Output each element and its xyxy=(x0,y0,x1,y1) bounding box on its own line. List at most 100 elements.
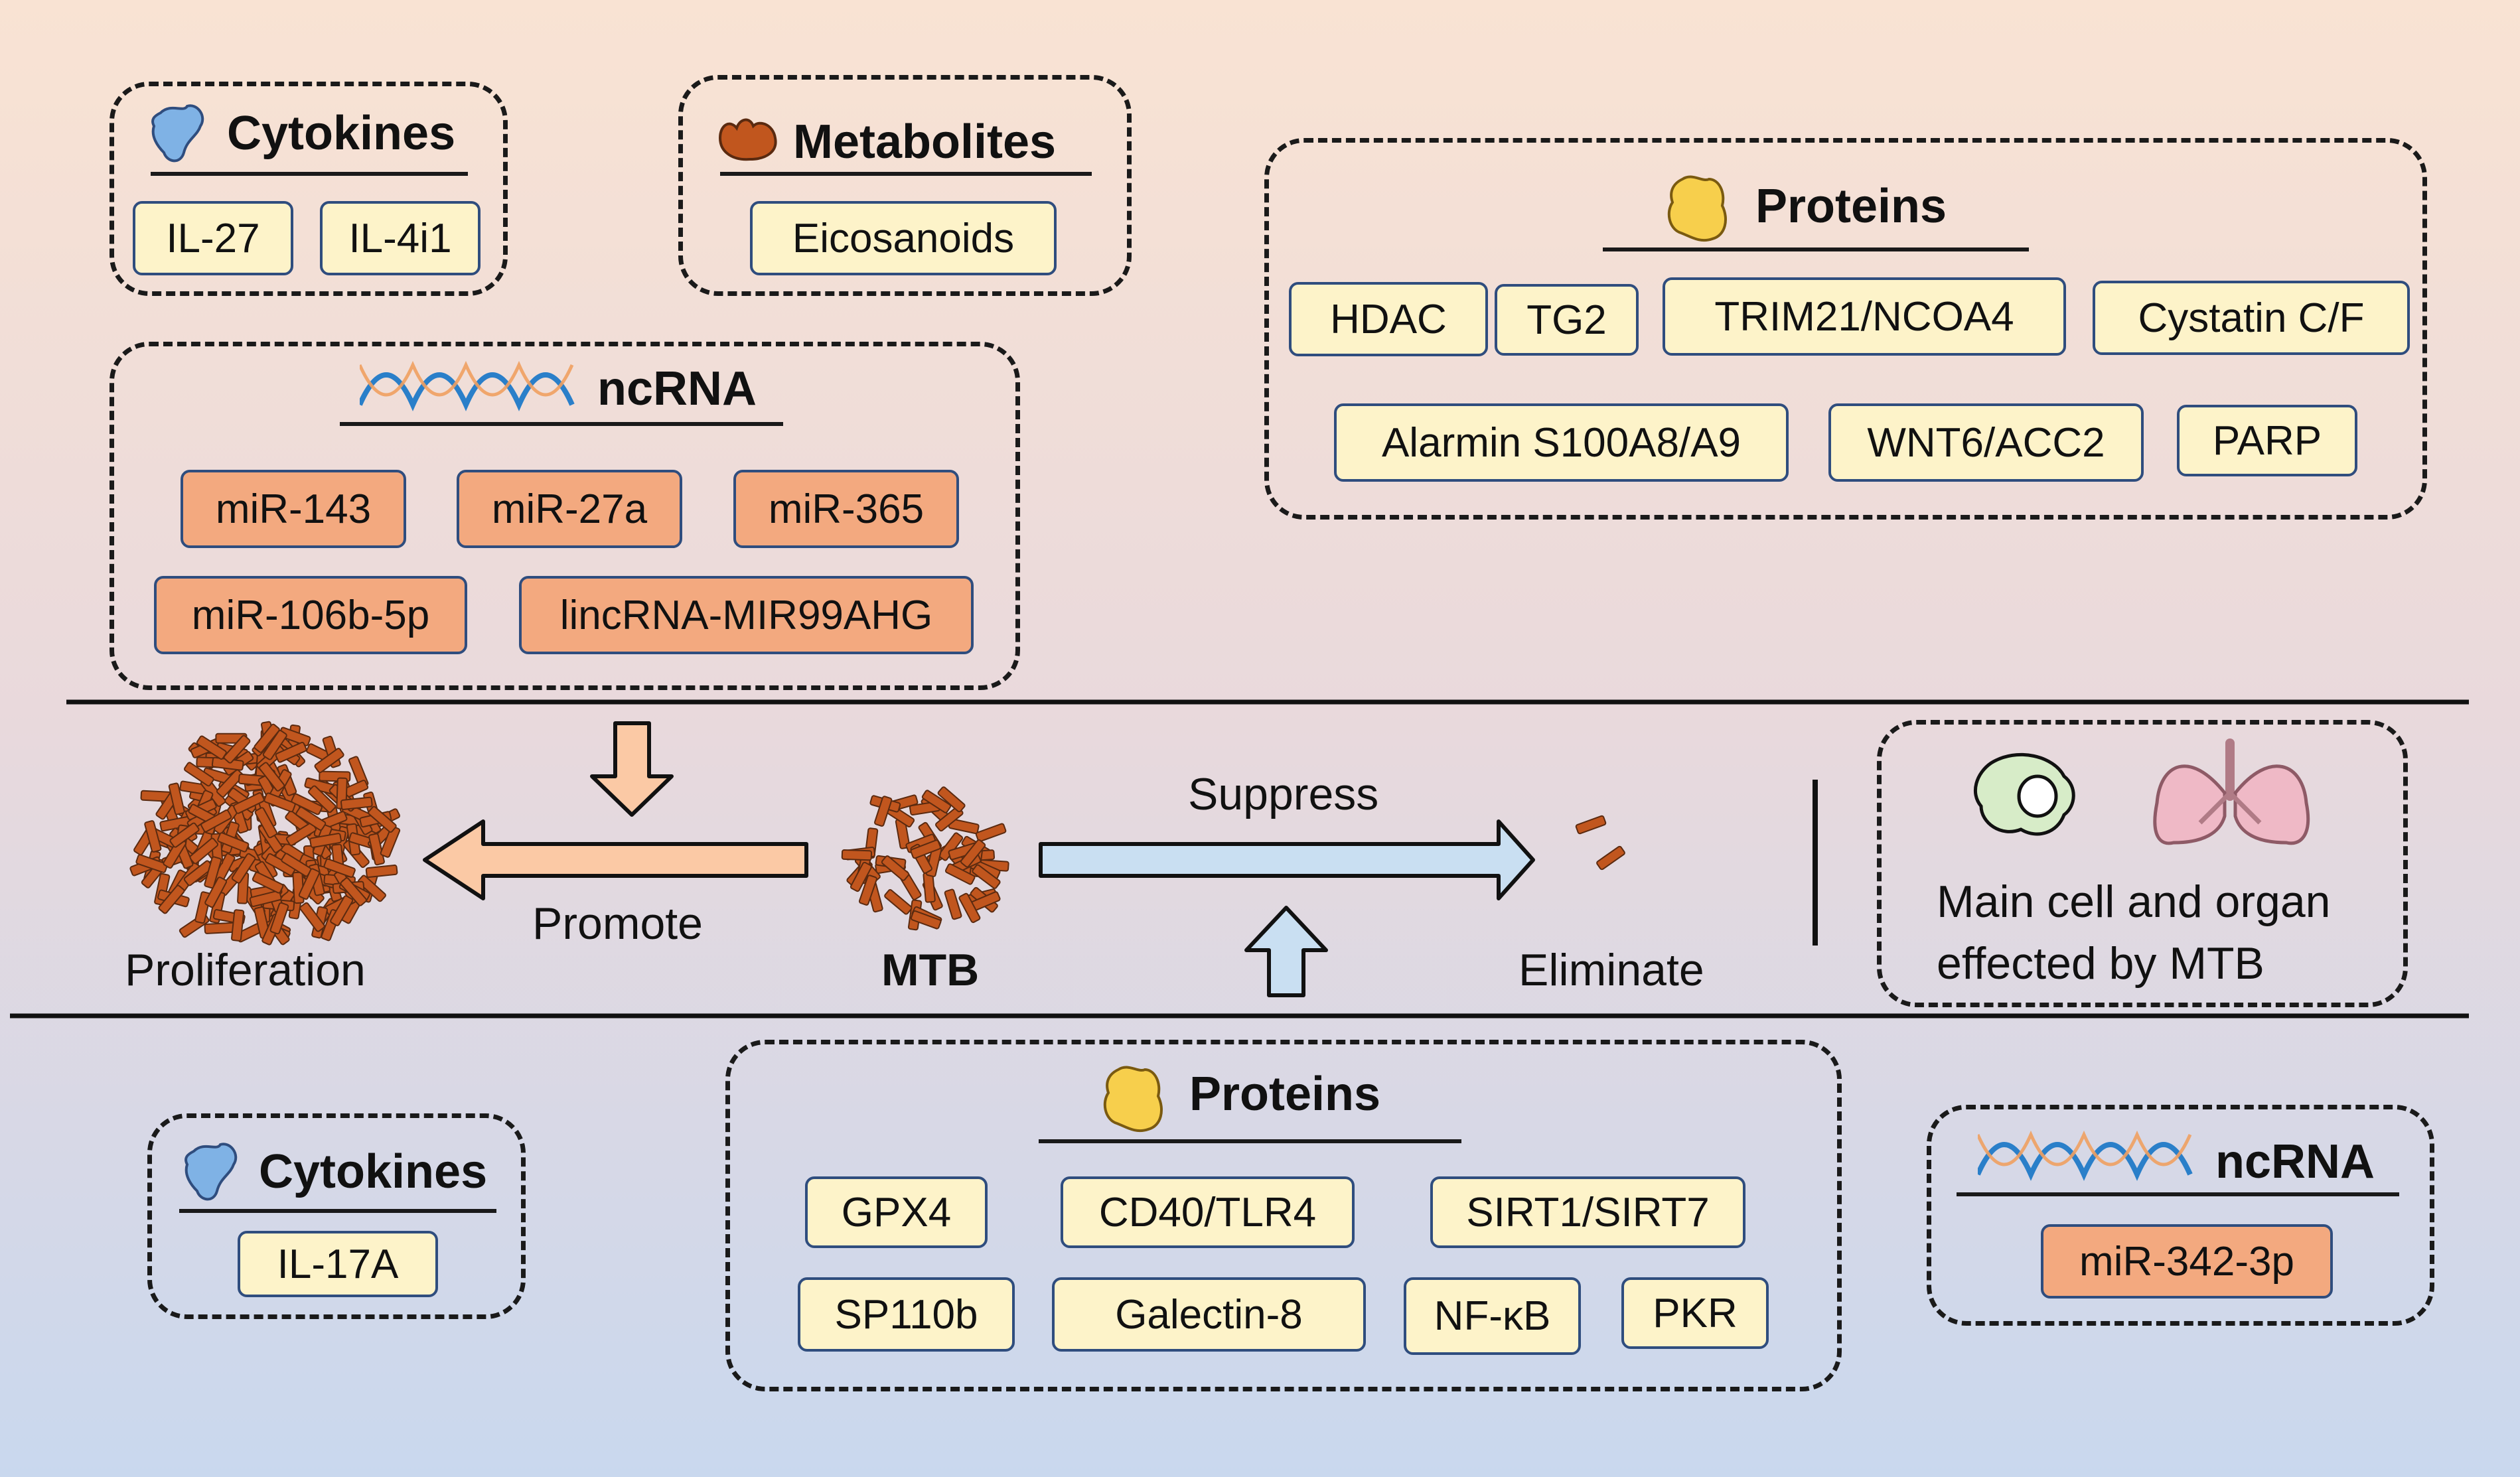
top-cytokines-rule xyxy=(151,172,468,176)
bacteria-rod xyxy=(921,790,952,813)
bottom-cytokines-rule xyxy=(179,1209,496,1213)
macrophage-icon xyxy=(1974,752,2075,836)
bacteria-rod xyxy=(365,864,398,879)
bottom-proteins-rule xyxy=(1039,1139,1461,1143)
bacteria-rod xyxy=(231,853,256,884)
bacteria-rod xyxy=(144,820,162,853)
bottom-cytokines-group xyxy=(147,1113,526,1319)
bottom-ncrna-title: ncRNA xyxy=(2215,1135,2375,1188)
bacteria-rod xyxy=(884,889,913,915)
chip-il-4i1: IL-4i1 xyxy=(320,201,481,275)
top-metabolites-title: Metabolites xyxy=(793,115,1057,169)
suppress-label: Suppress xyxy=(1188,769,1379,819)
bottom-cytokines-title: Cytokines xyxy=(259,1145,488,1198)
bacteria-rod xyxy=(295,806,327,831)
protein-icon xyxy=(1103,1066,1163,1133)
chip-wnt6-acc2: WNT6/ACC2 xyxy=(1828,403,2144,482)
bacteria-rod xyxy=(263,792,296,813)
chip-eicosanoids: Eicosanoids xyxy=(750,201,1057,275)
chip-mir-143: miR-143 xyxy=(181,470,406,548)
bacteria-rod xyxy=(135,854,168,873)
bacteria-rod xyxy=(841,849,873,861)
bacteria-rod xyxy=(183,762,214,787)
promote-label: Promote xyxy=(532,898,703,949)
bottom-ncrna-rule xyxy=(1957,1192,2399,1196)
bacteria-rod xyxy=(972,864,1001,889)
bacteria-rod xyxy=(299,902,325,932)
bottom-proteins-group xyxy=(725,1040,1842,1391)
metabolite-icon xyxy=(718,118,777,161)
chip-tg2: TG2 xyxy=(1495,284,1639,356)
bacteria-rod xyxy=(340,877,367,906)
bacteria-rod xyxy=(330,895,354,926)
lungs-icon xyxy=(2153,738,2310,845)
bacteria-rod xyxy=(275,742,307,763)
proliferation-label: Proliferation xyxy=(125,945,366,995)
chip-il-27: IL-27 xyxy=(133,201,293,275)
bacteria-rod xyxy=(858,875,877,906)
bacteria-rod xyxy=(249,890,282,908)
bacteria-rod xyxy=(204,877,228,908)
bacteria-rod xyxy=(233,792,265,814)
chip-sp110b: SP110b xyxy=(798,1277,1015,1352)
top-ncrna-group xyxy=(110,342,1020,690)
right-arrow-icon xyxy=(1039,819,1535,900)
top-ncrna-rule xyxy=(340,422,783,426)
bacteria-rod xyxy=(217,832,250,853)
chip-gpx4: GPX4 xyxy=(805,1176,988,1248)
bacteria-rod xyxy=(944,888,962,920)
down-arrow-icon xyxy=(590,721,674,817)
chip-mir-27a: miR-27a xyxy=(457,470,682,548)
bottom-proteins-title: Proteins xyxy=(1189,1068,1381,1121)
bacteria-rod xyxy=(910,910,942,930)
bacteria-rod xyxy=(169,822,200,848)
bacteria-rod xyxy=(323,858,356,878)
cytokine-icon xyxy=(185,1143,238,1201)
chip-mir-106b-5p: miR-106b-5p xyxy=(154,576,467,654)
mtb-bacteria-cluster xyxy=(841,786,1009,931)
protein-icon xyxy=(1667,175,1727,242)
bacteria-rod xyxy=(340,796,373,810)
bacteria-rod xyxy=(262,729,287,760)
bacteria-rod xyxy=(168,782,185,815)
bacteria-rod xyxy=(314,748,344,774)
top-cytokines-title: Cytokines xyxy=(227,107,456,160)
bacteria-rod xyxy=(937,786,966,813)
bacteria-rod xyxy=(254,807,277,839)
bacteria-rod xyxy=(958,892,981,924)
bacteria-rod xyxy=(368,806,397,833)
bacteria-rod xyxy=(850,861,872,892)
left-arrow-icon xyxy=(423,819,808,900)
proliferation-bacteria-cluster xyxy=(129,721,401,946)
top-ncrna-title: ncRNA xyxy=(597,362,757,415)
organ-note-line2: effected by MTB xyxy=(1937,938,2264,989)
chip-hdac: HDAC xyxy=(1289,282,1488,356)
dna-helix-icon xyxy=(1978,1130,2193,1181)
chip-nf-kb: NF-κB xyxy=(1404,1277,1581,1355)
bacteria-rod xyxy=(223,735,251,764)
chip-galectin-8: Galectin-8 xyxy=(1052,1277,1366,1352)
bacteria-rod xyxy=(309,833,342,849)
organ-note-group xyxy=(1877,720,2408,1007)
chip-trim21-ncoa4: TRIM21/NCOA4 xyxy=(1663,277,2066,356)
bacteria-rod xyxy=(158,884,185,914)
top-proteins-rule xyxy=(1603,247,2029,251)
bacteria-rod xyxy=(308,785,336,813)
chip-parp: PARP xyxy=(2177,405,2357,476)
cytokine-icon xyxy=(151,104,204,163)
bacteria-rod xyxy=(204,922,236,934)
chip-lincrna-mir99ahg: lincRNA-MIR99AHG xyxy=(519,576,974,654)
chip-il-17a: IL-17A xyxy=(238,1231,438,1297)
chip-cystatin-cf: Cystatin C/F xyxy=(2093,281,2410,355)
bacteria-rod xyxy=(252,871,284,894)
bacteria-rod xyxy=(944,863,976,885)
bacteria-rod xyxy=(254,723,280,753)
bacteria-rod xyxy=(874,796,893,827)
up-arrow-icon xyxy=(1244,906,1328,997)
chip-sirt1-sirt7: SIRT1/SIRT7 xyxy=(1430,1176,1745,1248)
bacteria-rod xyxy=(881,855,910,881)
top-metabolites-group xyxy=(678,75,1132,296)
mtb-label: MTB xyxy=(881,945,980,995)
bacteria-rod xyxy=(216,769,244,798)
bacteria-rod xyxy=(204,856,222,889)
